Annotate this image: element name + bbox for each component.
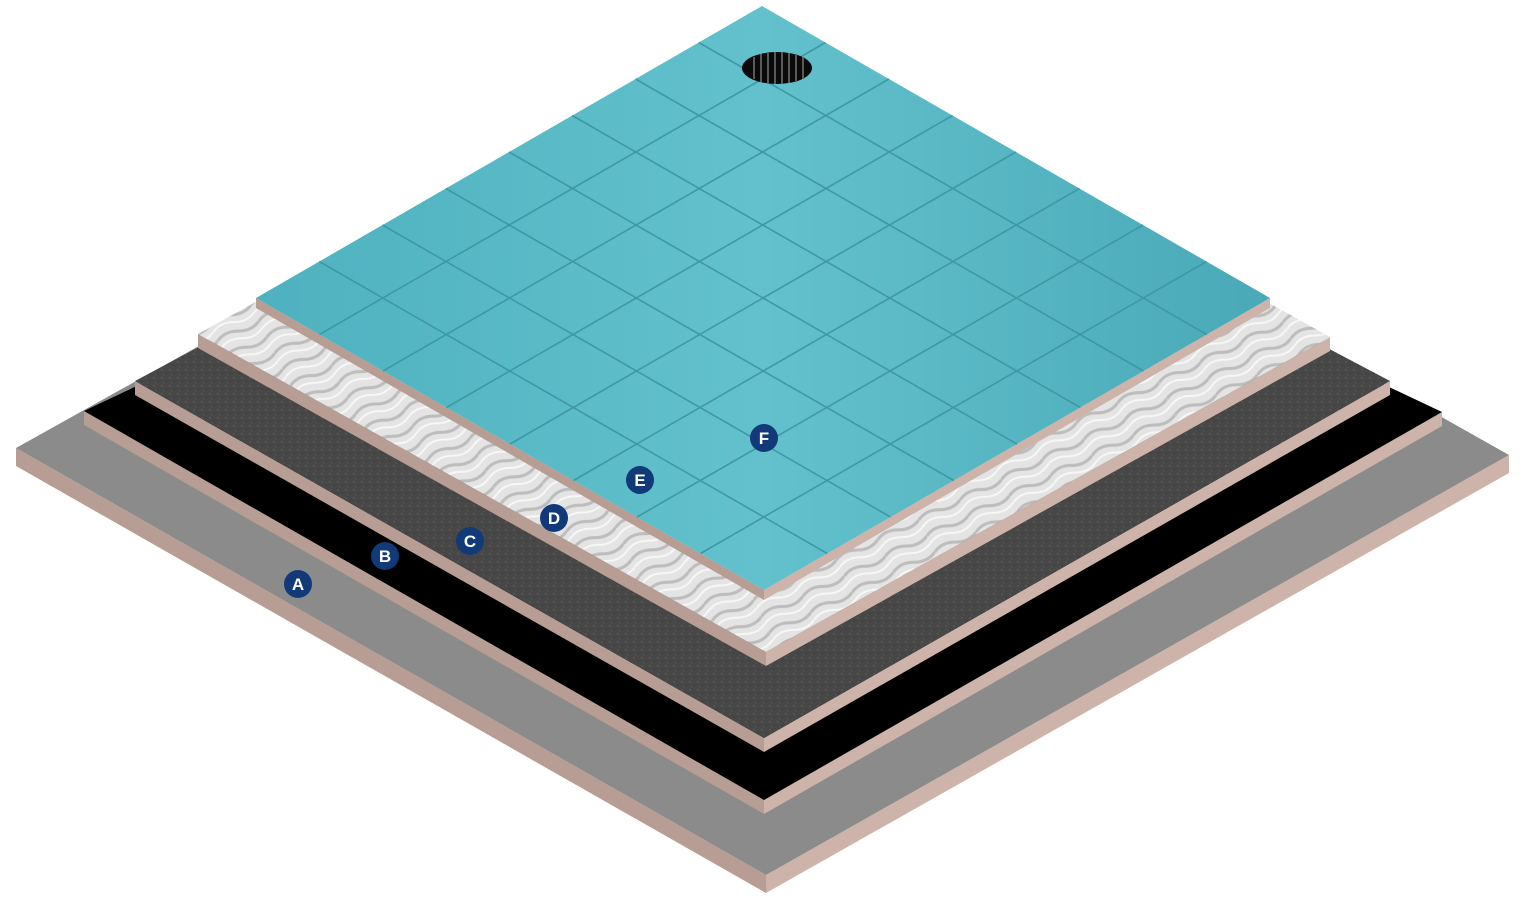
marker-b-circle [371, 542, 399, 570]
marker-d: D [540, 504, 568, 532]
grout-line [635, 78, 1144, 372]
marker-d-label: D [548, 509, 560, 528]
marker-e-circle [626, 466, 654, 494]
grout-line [573, 187, 1080, 482]
marker-b: B [371, 542, 399, 570]
layer-e-tiles [256, 6, 1270, 600]
marker-f-circle [750, 424, 778, 452]
grout-line [700, 260, 1207, 555]
tile-grout-lines [318, 41, 1208, 555]
marker-f: F [750, 424, 778, 452]
marker-c: C [456, 527, 484, 555]
grout-line [636, 224, 1144, 518]
marker-a-label: A [292, 575, 304, 594]
marker-b-label: B [379, 547, 391, 566]
marker-e: E [626, 466, 654, 494]
grout-line [698, 41, 1208, 336]
marker-a-circle [284, 570, 312, 598]
marker-f-label: F [759, 429, 769, 448]
marker-a: A [284, 570, 312, 598]
grout-line [571, 114, 1081, 409]
marker-e-label: E [634, 471, 645, 490]
marker-d-circle [540, 504, 568, 532]
grout-line [508, 151, 1018, 445]
round-drain-grate-icon [742, 52, 812, 84]
marker-c-circle [456, 527, 484, 555]
marker-c-label: C [464, 532, 476, 551]
